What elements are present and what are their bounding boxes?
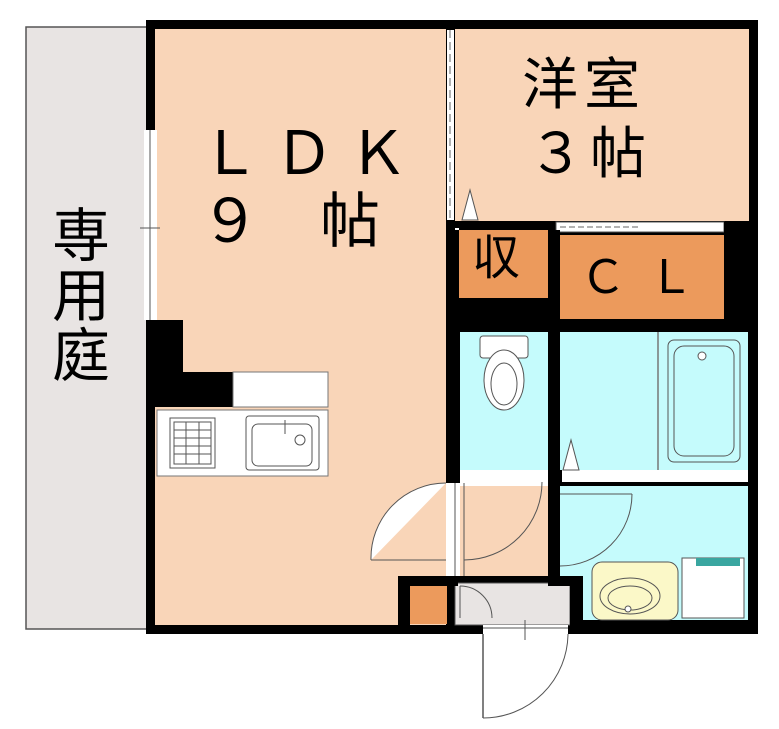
entrance-door [482, 620, 569, 719]
private-garden [25, 26, 148, 630]
kitchen-wall [155, 320, 183, 375]
western-room-floor [455, 29, 749, 221]
sliding-door [447, 30, 454, 220]
wall-segment [548, 330, 560, 480]
genkan-door [459, 585, 493, 619]
entrance-floor [454, 582, 571, 626]
wall-segment [724, 222, 749, 330]
wall-segment [548, 576, 583, 586]
wall-segment [548, 230, 560, 330]
washing-machine-area [681, 557, 745, 619]
entrance-hall [460, 483, 548, 576]
door-opening [460, 470, 548, 482]
door-mark [562, 438, 580, 471]
toilet-icon [479, 335, 529, 411]
private-garden-label: 専用庭 [42, 205, 110, 385]
wall-segment [548, 480, 560, 580]
wall-segment [398, 576, 410, 626]
shoe-storage [410, 586, 447, 624]
bathtub-icon [667, 339, 741, 463]
storage-fill [459, 230, 550, 298]
closet-label: ＣＬ [580, 250, 716, 304]
kitchen-sink-icon [245, 415, 320, 471]
washbasin-icon [591, 561, 679, 621]
ldk-label: ＬＤＫ [200, 119, 422, 189]
wall-segment [748, 330, 756, 630]
toilet-door [460, 481, 548, 576]
wall-segment [446, 320, 756, 332]
western-room-label: 洋室 [522, 53, 646, 118]
stove-icon [169, 417, 216, 469]
closet-fill [560, 235, 725, 319]
wall-segment [570, 576, 583, 626]
kitchen-wall [155, 372, 233, 407]
door-mark [461, 188, 479, 221]
western-room-size-label: ３帖 [528, 122, 652, 187]
kitchen-counter-upper [232, 371, 329, 408]
wall-segment [446, 320, 460, 485]
washroom-door [559, 493, 633, 567]
ldk-size-label: ９ 帖 [200, 187, 380, 257]
storage-label: 収 [472, 230, 521, 286]
ldk-door [370, 482, 460, 576]
wall-segment [398, 576, 458, 586]
door-opening [560, 470, 748, 482]
